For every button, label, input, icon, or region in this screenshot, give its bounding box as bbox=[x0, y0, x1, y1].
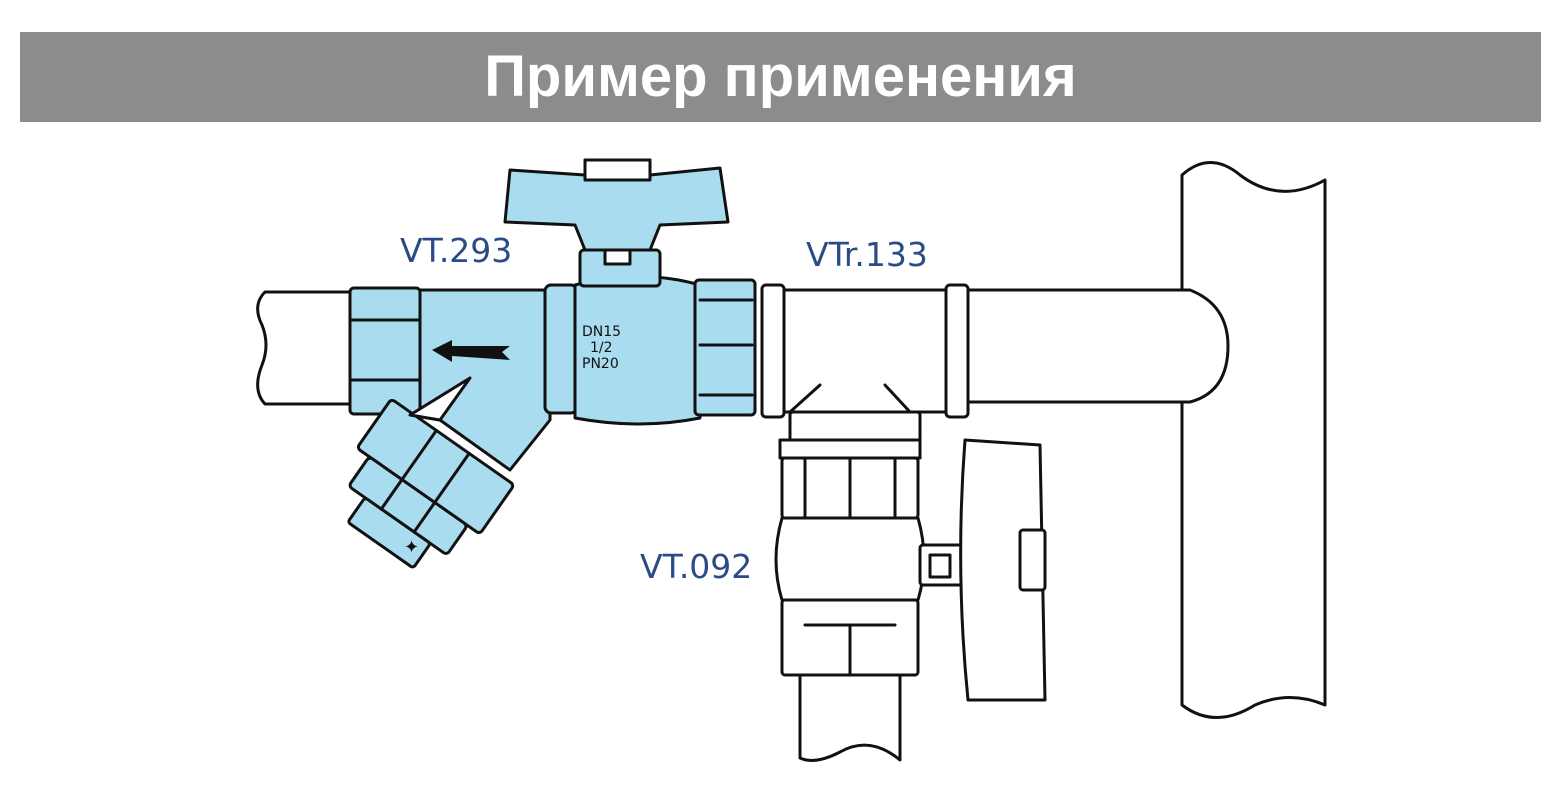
horizontal-pipe-left bbox=[256, 290, 357, 406]
ball-valve-vt092 bbox=[774, 438, 1047, 762]
valve-marking-size: 1/2 bbox=[590, 340, 613, 356]
label-ball-valve: VT.092 bbox=[640, 547, 752, 586]
vertical-pipe bbox=[1180, 161, 1327, 719]
valve-marking-dn: DN15 bbox=[582, 324, 621, 340]
valve-marking-pn: PN20 bbox=[582, 356, 619, 372]
horizontal-pipe-right bbox=[958, 288, 1230, 404]
flow-direction-arrow-icon bbox=[432, 340, 510, 362]
page-title: Пример применения bbox=[484, 44, 1077, 109]
svg-text:✦: ✦ bbox=[404, 537, 419, 558]
strainer-vt293: ✦ bbox=[347, 286, 552, 569]
label-tee: VTr.133 bbox=[806, 235, 928, 274]
label-strainer: VT.293 bbox=[400, 231, 512, 270]
header-banner: Пример применения bbox=[20, 32, 1541, 122]
tee-fitting bbox=[760, 283, 970, 444]
ball-valve-top: DN15 1/2 PN20 bbox=[503, 158, 757, 426]
valve-marking: DN15 1/2 PN20 bbox=[582, 324, 621, 372]
drain-plug-icon: ✦ bbox=[404, 537, 419, 558]
